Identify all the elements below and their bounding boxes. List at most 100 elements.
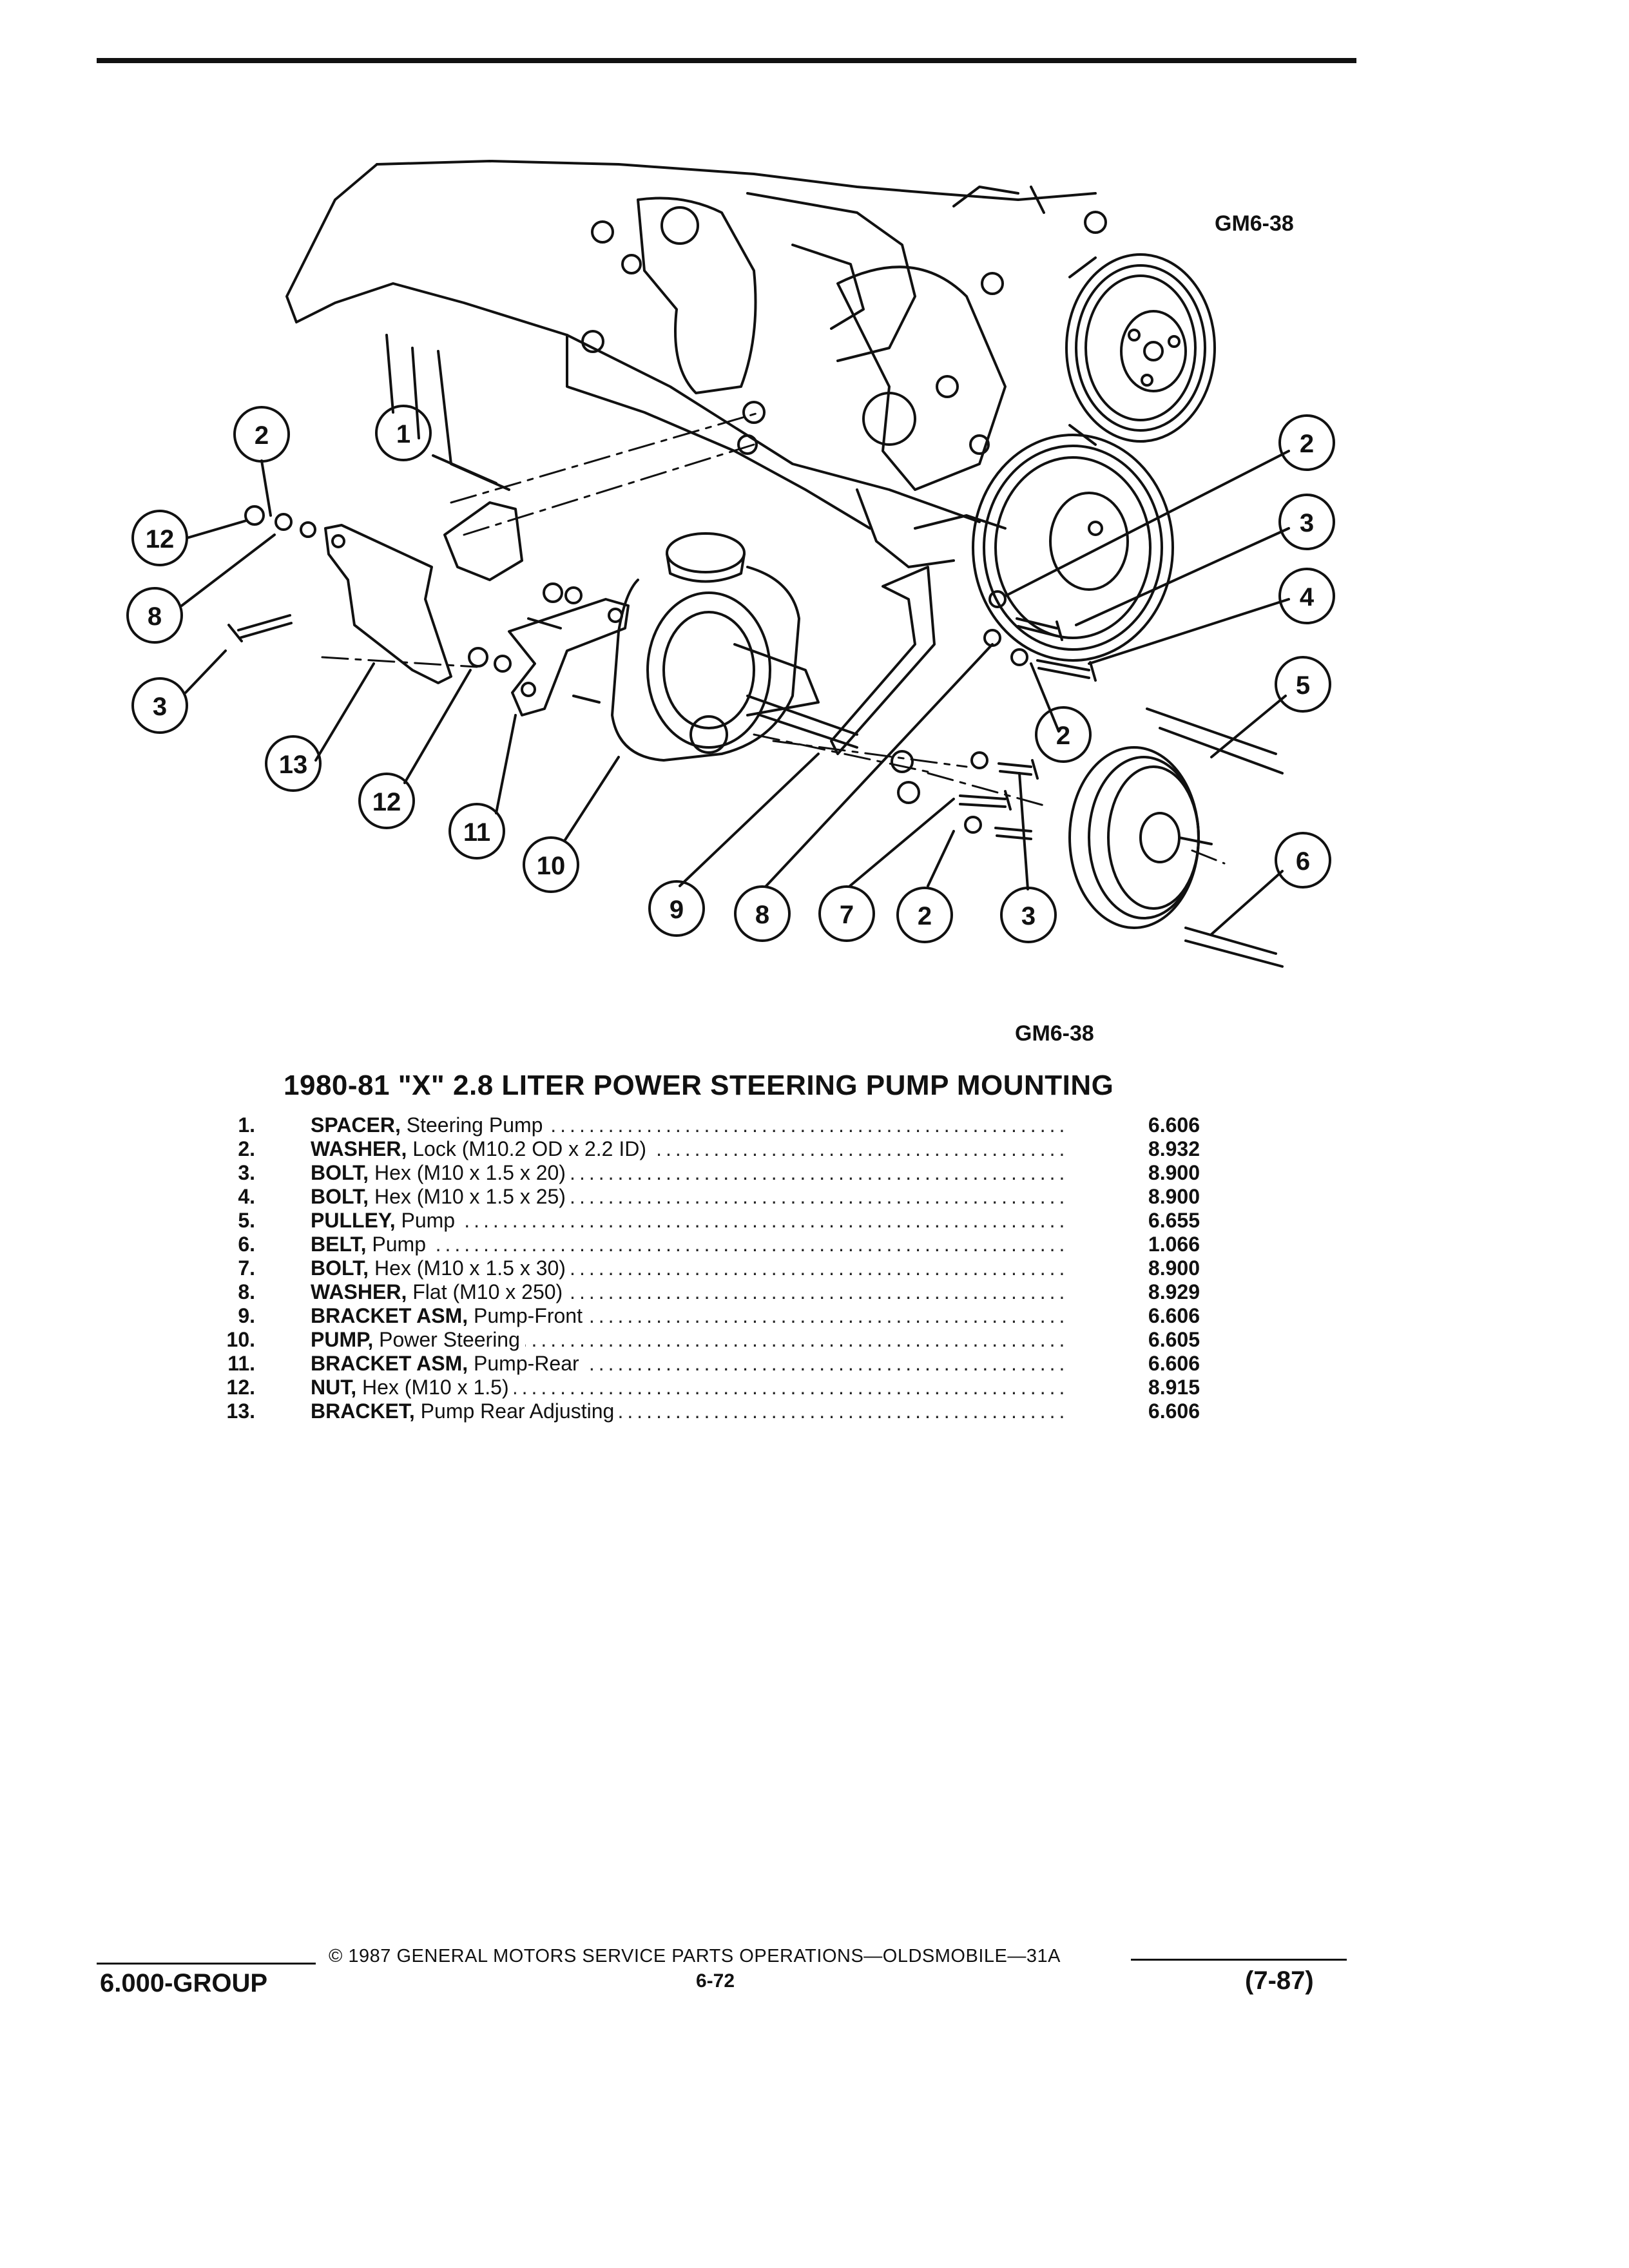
part-group-code: 8.900 — [1142, 1161, 1200, 1185]
callout-1: 1 — [396, 420, 410, 448]
leader-lines — [180, 450, 1290, 936]
part-description: Pump — [366, 1233, 426, 1256]
part-name-bold: BRACKET ASM, — [311, 1304, 468, 1327]
part-row: 13......................................… — [193, 1399, 1218, 1423]
rear-bracket-11 — [508, 598, 630, 716]
part-name-bold: BOLT, — [311, 1256, 369, 1280]
power-steering-pump — [611, 532, 858, 762]
part-description: Pump Rear Adjusting — [414, 1399, 615, 1423]
part-name: BRACKET ASM, Pump-Rear — [311, 1352, 584, 1376]
figure-code-bottom: GM6-38 — [1015, 1021, 1094, 1046]
adjusting-bracket-13 — [324, 524, 452, 684]
part-description: Hex (M10 x 1.5 x 25) — [369, 1185, 566, 1208]
page-title: 1980-81 "X" 2.8 LITER POWER STEERING PUM… — [284, 1070, 1114, 1101]
part-row: 1.......................................… — [193, 1113, 1218, 1137]
part-description: Pump-Front — [468, 1304, 583, 1327]
part-name: BELT, Pump — [311, 1233, 431, 1256]
part-group-code: 6.655 — [1142, 1209, 1200, 1233]
part-group-code: 6.606 — [1142, 1113, 1200, 1137]
callout-7: 7 — [840, 901, 854, 929]
part-name-bold: PULLEY, — [311, 1209, 396, 1232]
footer-rule-left — [97, 1963, 316, 1965]
callout-4: 4 — [1300, 583, 1315, 611]
part-row: 10......................................… — [193, 1328, 1218, 1352]
parts-list: 1.......................................… — [193, 1113, 1218, 1423]
part-name: PULLEY, Pump — [311, 1209, 461, 1233]
part-row: 11......................................… — [193, 1352, 1218, 1376]
callout-3: 3 — [1300, 509, 1314, 537]
callout-circles — [126, 405, 1335, 943]
lower-crank-pulley — [972, 434, 1174, 662]
part-name-bold: WASHER, — [311, 1280, 407, 1303]
part-number: 3. — [238, 1161, 255, 1184]
part-description: Hex (M10 x 1.5) — [356, 1376, 509, 1399]
part-description: Power Steering — [373, 1328, 520, 1351]
part-number: 5. — [238, 1209, 255, 1232]
part-number: 8. — [238, 1280, 255, 1303]
figure-code-top: GM6-38 — [1215, 211, 1294, 236]
part-row: 6.......................................… — [193, 1233, 1218, 1256]
part-name: BOLT, Hex (M10 x 1.5 x 25) — [311, 1185, 571, 1209]
part-number: 6. — [238, 1233, 255, 1256]
part-name: SPACER, Steering Pump — [311, 1113, 548, 1137]
exploded-parts-diagram: 1 2 12 8 3 13 12 11 10 9 8 7 2 3 2 3 4 2… — [126, 160, 1335, 968]
callout-9: 9 — [670, 896, 684, 924]
part-group-code: 6.605 — [1142, 1328, 1200, 1352]
spacer-1 — [443, 501, 523, 581]
part-number: 9. — [238, 1304, 255, 1327]
part-name-bold: BRACKET, — [311, 1399, 415, 1423]
part-name: WASHER, Lock (M10.2 OD x 2.2 ID) — [311, 1137, 652, 1161]
part-group-code: 8.900 — [1142, 1185, 1200, 1209]
part-name-bold: BELT, — [311, 1233, 367, 1256]
part-name-bold: BRACKET ASM, — [311, 1352, 468, 1375]
part-number: 2. — [238, 1137, 255, 1160]
part-name-bold: SPACER, — [311, 1113, 401, 1137]
callout-11: 11 — [463, 818, 490, 847]
front-bracket-9 — [830, 566, 936, 755]
part-group-code: 6.606 — [1142, 1399, 1200, 1423]
part-name: BRACKET, Pump Rear Adjusting — [311, 1399, 620, 1423]
upper-crank-pulley — [1065, 253, 1216, 446]
callout-2: 2 — [1300, 430, 1314, 458]
part-description: Hex (M10 x 1.5 x 20) — [369, 1161, 566, 1184]
callout-12: 12 — [146, 525, 175, 553]
callout-2: 2 — [918, 902, 932, 930]
footer-group: 6.000-GROUP — [100, 1969, 268, 1997]
part-number: 10. — [226, 1328, 255, 1351]
footer-page-number: 6-72 — [696, 1970, 735, 1992]
callout-13: 13 — [279, 751, 308, 779]
part-number: 7. — [238, 1256, 255, 1280]
part-description: Flat (M10 x 250) — [407, 1280, 563, 1303]
callout-5: 5 — [1296, 671, 1310, 700]
part-description: Hex (M10 x 1.5 x 30) — [369, 1256, 566, 1280]
part-group-code: 6.606 — [1142, 1304, 1200, 1328]
part-group-code: 8.900 — [1142, 1256, 1200, 1280]
part-name-bold: BOLT, — [311, 1185, 369, 1208]
part-name: PUMP, Power Steering — [311, 1328, 525, 1352]
part-name: BRACKET ASM, Pump-Front — [311, 1304, 588, 1328]
part-description: Lock (M10.2 OD x 2.2 ID) — [407, 1137, 647, 1160]
part-group-code: 1.066 — [1142, 1233, 1200, 1256]
pump-pulley-5 — [1068, 746, 1213, 929]
part-name: WASHER, Flat (M10 x 250) — [311, 1280, 568, 1304]
part-name: BOLT, Hex (M10 x 1.5 x 20) — [311, 1161, 571, 1185]
part-name-bold: NUT, — [311, 1376, 357, 1399]
part-number: 12. — [226, 1376, 255, 1399]
part-description: Pump-Rear — [468, 1352, 579, 1375]
belt-6 — [1146, 707, 1284, 968]
callout-6: 6 — [1296, 847, 1310, 876]
callout-2: 2 — [255, 421, 269, 450]
part-name: NUT, Hex (M10 x 1.5) — [311, 1376, 514, 1399]
assembly-axis-lines — [321, 411, 1226, 865]
engine-block — [285, 160, 1107, 568]
part-description: Steering Pump — [400, 1113, 543, 1137]
copyright-line: © 1987 GENERAL MOTORS SERVICE PARTS OPER… — [329, 1946, 1061, 1966]
part-name: BOLT, Hex (M10 x 1.5 x 30) — [311, 1256, 571, 1280]
part-name-bold: PUMP, — [311, 1328, 374, 1351]
callout-3: 3 — [1021, 902, 1036, 930]
callout-2: 2 — [1056, 722, 1070, 750]
part-group-code: 8.929 — [1142, 1280, 1200, 1304]
part-group-code: 8.932 — [1142, 1137, 1200, 1161]
callout-10: 10 — [537, 852, 566, 880]
callout-3: 3 — [153, 693, 167, 721]
